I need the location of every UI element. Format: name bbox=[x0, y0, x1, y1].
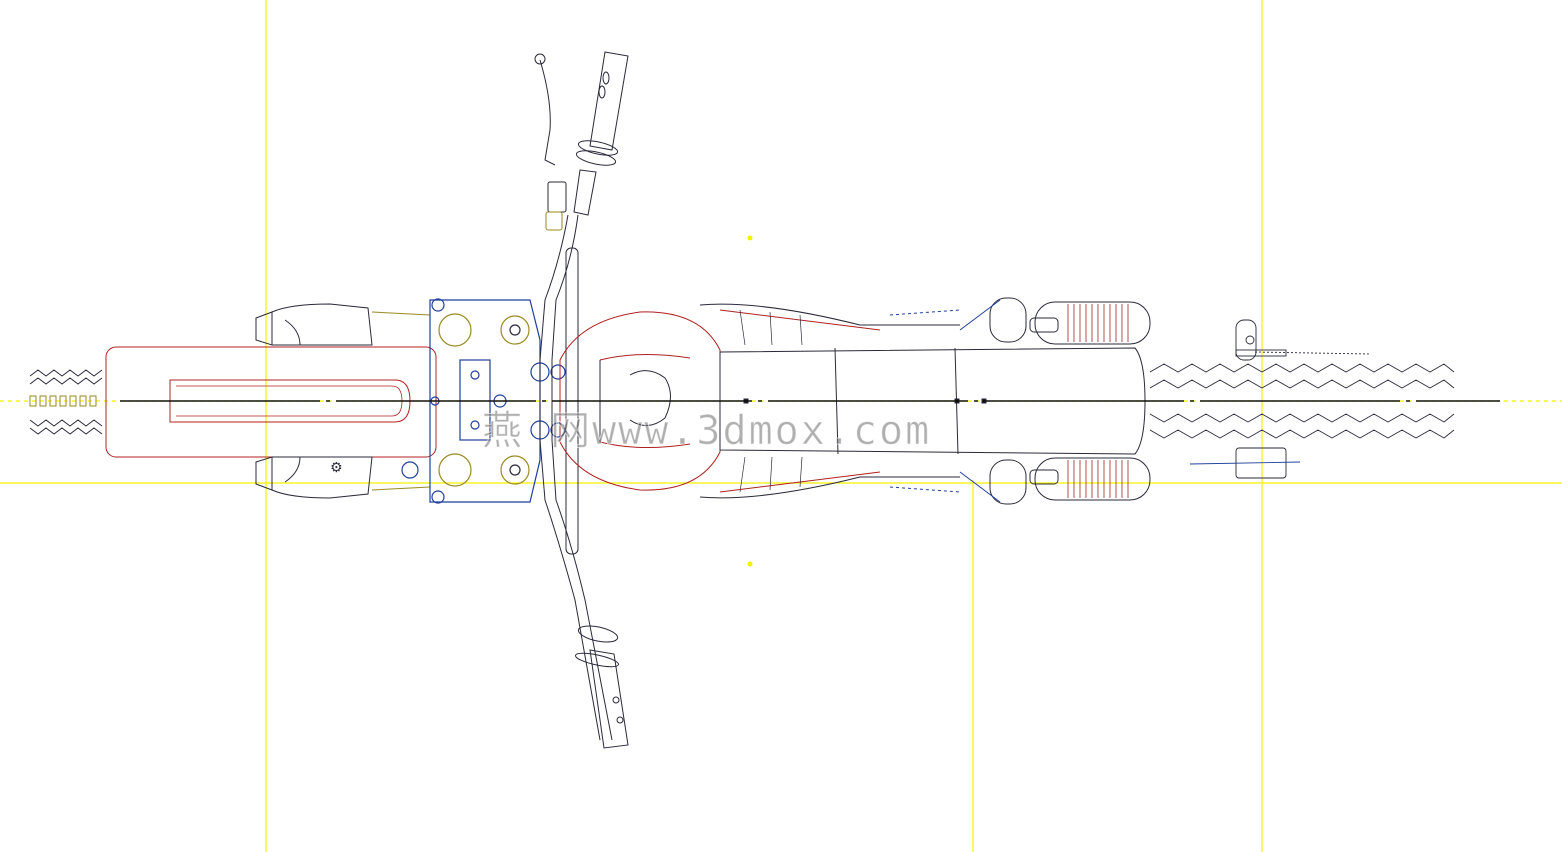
rear-tire[interactable] bbox=[28, 369, 104, 435]
svg-text:⚙: ⚙ bbox=[330, 460, 343, 476]
right-grip bbox=[589, 51, 629, 151]
rear-shocks[interactable] bbox=[889, 297, 1151, 505]
left-grip bbox=[589, 649, 629, 749]
guide-point-top bbox=[747, 235, 753, 241]
handlebar[interactable] bbox=[534, 51, 629, 749]
rear-fender[interactable] bbox=[105, 346, 437, 458]
guide-point-bottom bbox=[747, 561, 753, 567]
front-tire[interactable] bbox=[1149, 319, 1455, 479]
engine-side-covers[interactable]: ⚙ bbox=[255, 303, 431, 499]
